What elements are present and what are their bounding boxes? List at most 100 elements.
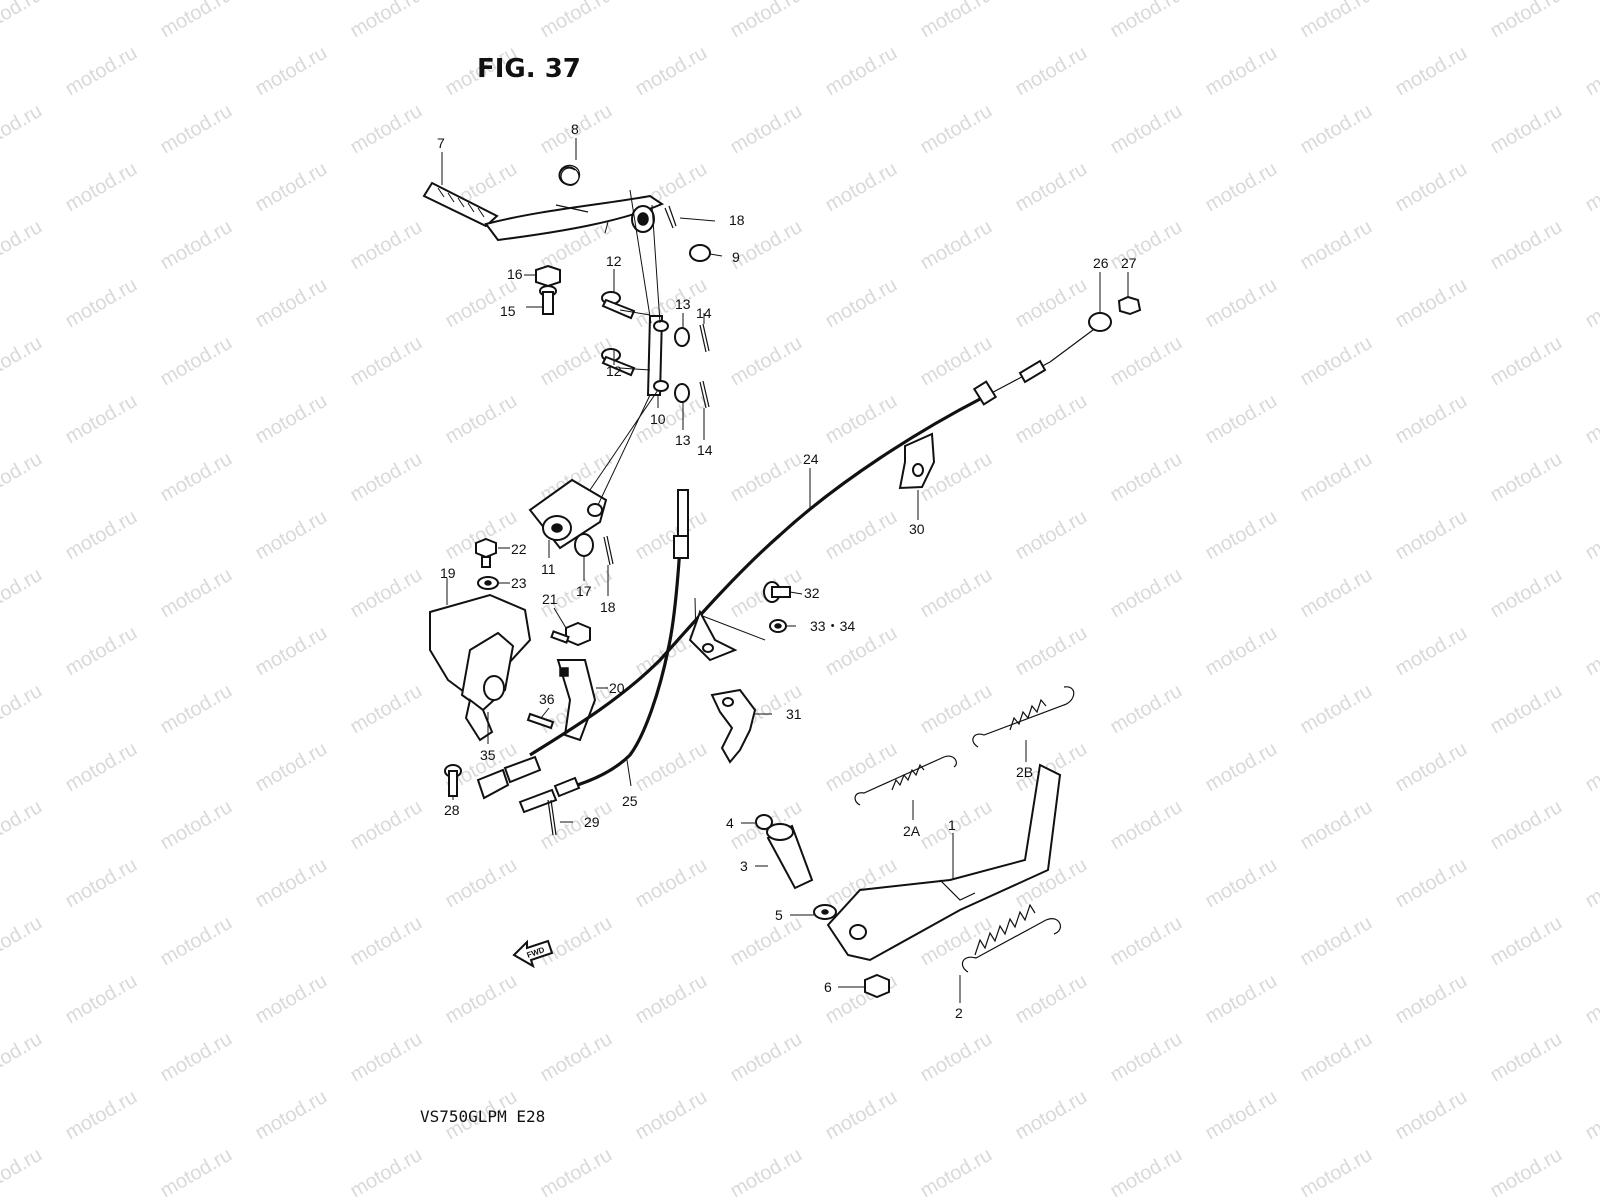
watermark-text: motod.ru xyxy=(1297,564,1376,623)
fwd-arrow-icon: FWD xyxy=(512,939,554,969)
callout-13a: 13 xyxy=(675,296,691,312)
callout-27: 27 xyxy=(1121,255,1137,271)
stand-pivot-bolt-3 xyxy=(766,823,814,890)
watermark-text: motod.ru xyxy=(347,1028,426,1087)
callout-9: 9 xyxy=(732,249,740,265)
watermark-text: motod.ru xyxy=(822,42,901,101)
watermark-text: motod.ru xyxy=(1582,390,1600,449)
callout-6: 6 xyxy=(824,979,832,995)
watermark-text: motod.ru xyxy=(537,1144,616,1200)
watermark-text: motod.ru xyxy=(1202,274,1281,333)
watermark-text: motod.ru xyxy=(62,854,141,913)
watermark-text: motod.ru xyxy=(347,912,426,971)
watermark-text: motod.ru xyxy=(632,1086,711,1145)
watermark-text: motod.ru xyxy=(252,738,331,797)
watermark-text: motod.ru xyxy=(157,100,236,159)
watermark-text: motod.ru xyxy=(347,332,426,391)
watermark-text: motod.ru xyxy=(1582,42,1600,101)
watermark-text: motod.ru xyxy=(822,738,901,797)
watermark-text: motod.ru xyxy=(1487,680,1566,739)
watermark-text: motod.ru xyxy=(1297,332,1376,391)
callout-28: 28 xyxy=(444,802,460,818)
callout-7: 7 xyxy=(437,135,445,151)
watermark-text: motod.ru xyxy=(157,1144,236,1200)
watermark-text: motod.ru xyxy=(917,100,996,159)
watermark-text: motod.ru xyxy=(62,158,141,217)
watermark-text: motod.ru xyxy=(347,448,426,507)
watermark-text: motod.ru xyxy=(1582,738,1600,797)
cable-bracket-31 xyxy=(710,688,757,764)
watermark-text: motod.ru xyxy=(1202,970,1281,1029)
brake-cable-25 xyxy=(518,489,689,814)
cable-clevis-28 xyxy=(444,755,542,800)
callout-10: 10 xyxy=(650,411,666,427)
watermark-text: motod.ru xyxy=(1202,738,1281,797)
watermark-text: motod.ru xyxy=(1392,506,1471,565)
watermark-text: motod.ru xyxy=(1582,622,1600,681)
watermark-text: motod.ru xyxy=(347,0,426,42)
watermark-text: motod.ru xyxy=(1107,1028,1186,1087)
washer-23 xyxy=(477,576,499,590)
watermark-text: motod.ru xyxy=(1012,622,1091,681)
watermark-text: motod.ru xyxy=(917,564,996,623)
watermark-text: motod.ru xyxy=(537,0,616,42)
leader-lines xyxy=(441,138,1129,1003)
watermark-text: motod.ru xyxy=(1107,796,1186,855)
callout-29: 29 xyxy=(584,814,600,830)
watermark-text: motod.ru xyxy=(252,970,331,1029)
watermark-text: motod.ru xyxy=(0,796,46,855)
cotter-pin-18b xyxy=(603,535,614,566)
watermark-text: motod.ru xyxy=(1202,158,1281,217)
callout-2b: 2B xyxy=(1016,764,1033,780)
watermark-text: motod.ru xyxy=(1297,0,1376,42)
callout-35: 35 xyxy=(480,747,496,763)
watermark-text: motod.ru xyxy=(632,274,711,333)
watermark-text: motod.ru xyxy=(157,912,236,971)
callout-22: 22 xyxy=(511,541,527,557)
callout-2: 2 xyxy=(955,1005,963,1021)
watermark-text: motod.ru xyxy=(347,1144,426,1200)
watermark-text: motod.ru xyxy=(157,448,236,507)
watermark-text: motod.ru xyxy=(632,854,711,913)
watermark-text: motod.ru xyxy=(252,854,331,913)
callout-labels: 7 8 18 9 16 15 12 12 13 14 10 13 14 11 1… xyxy=(437,121,1137,1021)
watermark-text: motod.ru xyxy=(917,216,996,275)
watermark-text: motod.ru xyxy=(0,448,46,507)
spring-2 xyxy=(961,903,1062,973)
watermark-text: motod.ru xyxy=(62,1086,141,1145)
watermark-text: motod.ru xyxy=(1487,0,1566,42)
watermark-text: motod.ru xyxy=(0,0,46,42)
watermark-text: motod.ru xyxy=(1487,100,1566,159)
spring-2b xyxy=(972,686,1075,748)
nut-16 xyxy=(535,264,561,288)
watermark-text: motod.ru xyxy=(1297,1028,1376,1087)
watermark-text: motod.ru xyxy=(0,1028,46,1087)
clevis-pin-12a xyxy=(601,291,636,320)
watermark-text: motod.ru xyxy=(727,100,806,159)
callout-20: 20 xyxy=(609,680,625,696)
watermark-text: motod.ru xyxy=(1202,622,1281,681)
watermark-text: motod.ru xyxy=(1487,216,1566,275)
cotter-pin-14a xyxy=(699,323,710,353)
watermark-text: motod.ru xyxy=(0,216,46,275)
watermark-text: motod.ru xyxy=(1107,680,1186,739)
watermark-text: motod.ru xyxy=(917,1028,996,1087)
adjuster-26 xyxy=(1088,312,1112,332)
watermark-text: motod.ru xyxy=(62,970,141,1029)
watermark-text: motod.ru xyxy=(347,216,426,275)
watermark-text: motod.ru xyxy=(727,1028,806,1087)
callout-18a: 18 xyxy=(729,212,745,228)
watermark-text: motod.ru xyxy=(252,158,331,217)
watermark-text: motod.ru xyxy=(1582,506,1600,565)
watermark-text: motod.ru xyxy=(1012,970,1091,1029)
watermark-text: motod.ru xyxy=(822,506,901,565)
watermark-text: motod.ru xyxy=(1487,564,1566,623)
cotter-pin-14b xyxy=(699,380,710,409)
callout-4: 4 xyxy=(726,815,734,831)
washer-13a xyxy=(674,327,690,347)
callout-25: 25 xyxy=(622,793,638,809)
callout-23: 23 xyxy=(511,575,527,591)
washer-13b xyxy=(674,383,690,403)
watermark-text: motod.ru xyxy=(442,854,521,913)
callout-16: 16 xyxy=(507,266,523,282)
